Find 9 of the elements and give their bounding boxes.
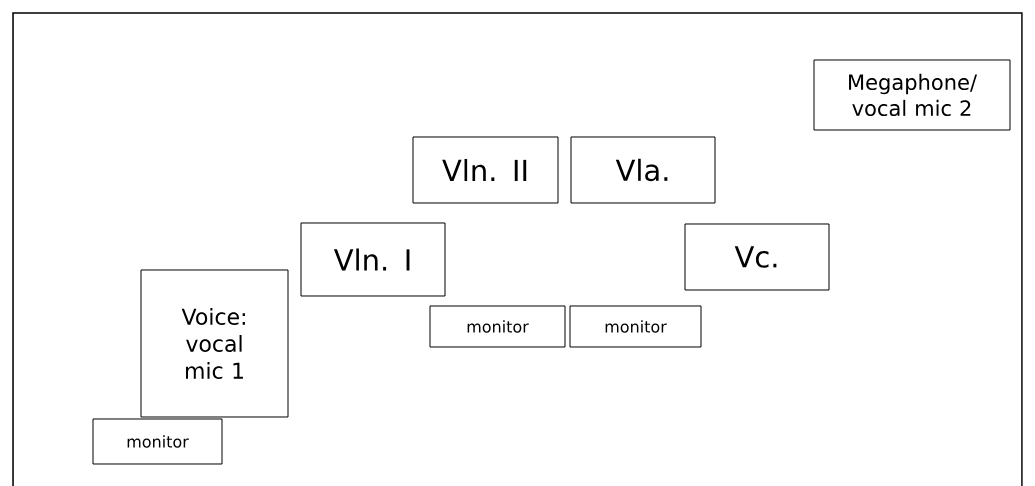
monitor-box: monitor: [92, 418, 223, 465]
instrument-box: Vla.: [570, 136, 716, 204]
instrument-box: Vln. I: [300, 222, 446, 297]
instrument-box: Vln. II: [412, 136, 559, 204]
instrument-box: Voice: vocal mic 1: [140, 269, 289, 418]
instrument-box: Vc.: [684, 223, 830, 291]
monitor-box: monitor: [429, 305, 566, 348]
instrument-box: Megaphone/ vocal mic 2: [813, 59, 1011, 131]
monitor-box: monitor: [569, 305, 702, 348]
